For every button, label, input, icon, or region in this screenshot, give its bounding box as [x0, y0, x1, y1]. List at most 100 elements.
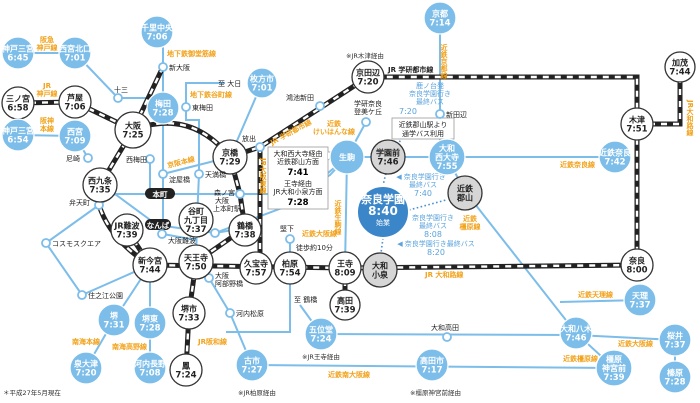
- station-morinomiya: [235, 189, 245, 199]
- line-label: 近鉄橿原線: [563, 354, 598, 363]
- station-kizu: 木津7:51: [620, 107, 654, 141]
- top-labels: 新大阪十三東梅田尼崎西梅田淀屋橋天満橋放出鴻池新田新田辺学研奈良登美ケ丘森ノ宮弁…: [52, 63, 467, 332]
- station-label: 弁天町: [69, 198, 90, 207]
- station-name: 近鉄奈良: [599, 148, 631, 158]
- station-circle: [559, 316, 593, 350]
- station-name: 西九条: [88, 176, 113, 186]
- station-circle: [178, 202, 214, 238]
- station-name: 高田市: [420, 356, 444, 366]
- station-marker: [285, 234, 295, 244]
- station-time: 7:27: [241, 366, 262, 376]
- bus-note: 奈良学園行き: [412, 213, 454, 222]
- station-time: 7:20: [75, 369, 96, 379]
- station-time: 7:57: [245, 269, 266, 279]
- station-time: 7:46: [565, 334, 586, 344]
- station-circle: [110, 213, 144, 247]
- station-gakken-nara: [361, 117, 371, 127]
- station-time: 7:14: [429, 19, 450, 29]
- station-time: 8:00: [626, 266, 647, 276]
- station-name: 大阪: [125, 121, 142, 131]
- station-time: 7:37: [629, 301, 650, 311]
- line-label: 阪神: [40, 116, 54, 125]
- station-time: 7:28: [152, 109, 173, 119]
- callout-text: 通学バス利用: [402, 129, 444, 138]
- line-label: JR阪和線: [197, 337, 227, 346]
- line-label: 近鉄大阪線: [618, 339, 653, 348]
- station-haibara: 榛原7:28: [658, 360, 692, 394]
- station-name: 奈良学園: [360, 192, 405, 206]
- line-label: 阪急: [40, 35, 54, 44]
- station-name: 柏原: [282, 259, 298, 269]
- station-katashimo: [285, 234, 295, 244]
- station-label: 新大阪: [169, 63, 190, 72]
- station-circle: [598, 140, 632, 174]
- station-name: 新今宮: [138, 256, 162, 266]
- line-label: 本線: [39, 124, 54, 133]
- station-name: 西大寺: [435, 152, 459, 162]
- station-label: 十三: [114, 85, 128, 94]
- station-label: 登美ケ丘: [354, 107, 382, 116]
- station-shin-tanabe: [435, 109, 445, 119]
- station-label: 放出: [242, 134, 256, 143]
- station-name: 堺: [110, 311, 119, 321]
- station-marker: [158, 169, 168, 179]
- station-circle: [133, 306, 167, 340]
- bus-time: 8:08: [424, 230, 442, 239]
- station-furuichi: 古市7:27: [235, 348, 269, 382]
- station-label-group: 新大阪: [169, 63, 190, 72]
- station-tsuruhashi: 鶴橋7:38: [228, 213, 262, 247]
- notes: ※JR木津経由 徒歩約10分 ※JR王寺経由 ※JR柏原経由 ※橿原神宮前経由 …: [3, 51, 461, 397]
- station-name: 谷町: [187, 206, 204, 216]
- station-marker: [235, 189, 245, 199]
- bus-note: 最終バス: [416, 97, 444, 106]
- station-circle: [235, 348, 269, 382]
- station-name: 高田: [337, 296, 353, 306]
- station-circle: [664, 51, 696, 83]
- station-name: 天王寺: [184, 253, 208, 263]
- bus-route: [408, 199, 447, 211]
- line-label: JR大和路線: [686, 99, 695, 137]
- station-time: 7:51: [626, 125, 647, 135]
- station-label-group: 西梅田: [126, 155, 147, 164]
- station-name: 京橋: [222, 148, 239, 158]
- station-circle: [58, 85, 92, 119]
- station-circle: [658, 323, 692, 357]
- namba-pill: なんば: [145, 219, 171, 230]
- station-circle: [370, 139, 406, 175]
- station-marker: [255, 142, 265, 152]
- line-label: 近鉄南大阪線: [328, 370, 370, 379]
- station-name: 京都: [432, 9, 448, 19]
- station-label: 上本町駅: [213, 204, 241, 213]
- station-circle: [415, 348, 449, 382]
- station-circle: [1, 36, 35, 70]
- station-label: 尼崎: [66, 154, 80, 163]
- station-name: 古市: [244, 356, 260, 366]
- station-name: 五位堂: [309, 325, 333, 335]
- station-ikoma: 生駒: [329, 139, 365, 175]
- station-circle: [356, 185, 410, 239]
- line-label: 近鉄大阪線: [302, 229, 337, 238]
- station-circle: [228, 213, 262, 247]
- station-label-group: 河内松原: [236, 309, 264, 318]
- station-circle: [428, 138, 466, 176]
- station-time: 7:17: [421, 366, 442, 376]
- station-circle: [140, 15, 174, 49]
- station-marker: [77, 290, 87, 300]
- station-name: 西宮: [67, 127, 83, 137]
- station-uehommachi: [210, 228, 220, 238]
- ikoma-bus-callout: 大和西大寺経由 近鉄郡山方面 7:41 王寺経由 JR大和小泉方面 7:28: [267, 146, 340, 210]
- station-time: 6:54: [7, 136, 28, 146]
- station-circle: [82, 167, 118, 203]
- station-label-group: 森ノ宮: [214, 188, 235, 197]
- station-label-group: 天満橋: [205, 170, 226, 179]
- station-time: 7:29: [219, 158, 240, 168]
